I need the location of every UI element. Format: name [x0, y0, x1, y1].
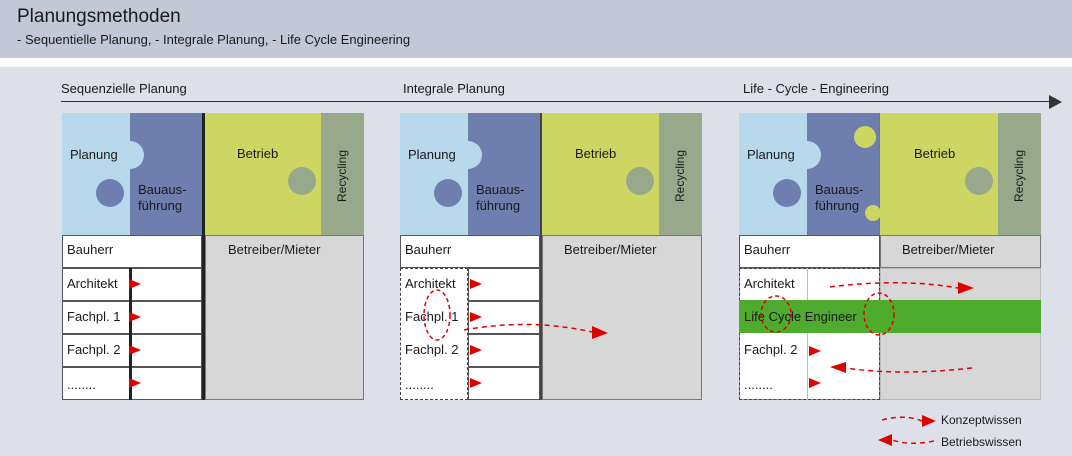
label-fuehrung: führung — [815, 198, 860, 213]
operation-area — [880, 268, 1041, 400]
cell-betreiber — [205, 235, 364, 400]
label-architekt: Architekt — [744, 276, 795, 291]
label-fachpl1: Fachpl. 1 — [67, 309, 121, 324]
handover-arrow — [470, 279, 482, 289]
handover-arrow — [809, 378, 821, 388]
cell-betreiber — [880, 235, 1041, 268]
page-title: Planungsmethoden — [17, 6, 181, 27]
puzzle-recycling — [998, 113, 1041, 235]
panel-sequenziell: Planung Bauaus- führung Betrieb Recyclin… — [62, 113, 364, 400]
handover-arrow — [809, 346, 821, 356]
puzzle-planung — [400, 113, 468, 235]
row-dots — [62, 367, 130, 400]
handover-arrow — [129, 378, 141, 388]
handover-arrow — [470, 378, 482, 388]
inner-divider — [807, 268, 808, 400]
label-dots: ........ — [744, 377, 773, 392]
handover-arrow — [470, 345, 482, 355]
label-planung: Planung — [747, 147, 795, 162]
row-bauherr — [739, 235, 880, 268]
header-bar: Planungsmethoden - Sequentielle Planung,… — [0, 0, 1072, 58]
label-betreiber: Betreiber/Mieter — [902, 242, 995, 257]
label-betrieb: Betrieb — [237, 146, 279, 161]
handover-arrow — [129, 279, 141, 289]
phase-divider — [540, 113, 542, 400]
label-fachpl2: Fachpl. 2 — [405, 342, 459, 357]
handover-line — [129, 268, 132, 400]
row-fachpl1-exec — [130, 301, 202, 334]
handover-arrow — [129, 312, 141, 322]
row-dots-exec — [130, 367, 202, 400]
label-bauherr: Bauherr — [744, 242, 791, 257]
timeline-arrowhead — [1049, 95, 1062, 109]
label-betreiber: Betreiber/Mieter — [564, 242, 657, 257]
label-recycling: Recycling — [673, 149, 687, 203]
label-recycling: Recycling — [1012, 149, 1026, 203]
phase-label-sequenziell: Sequenzielle Planung — [61, 81, 187, 96]
label-recycling: Recycling — [335, 149, 349, 203]
row-fachpl1 — [62, 301, 130, 334]
label-fuehrung: führung — [476, 198, 521, 213]
label-bauherr: Bauherr — [405, 242, 452, 257]
label-fachpl2: Fachpl. 2 — [744, 342, 798, 357]
legend-konzept-label: Konzeptwissen — [941, 413, 1022, 427]
phase-label-lce: Life - Cycle - Engineering — [743, 81, 889, 96]
label-fachpl2: Fachpl. 2 — [67, 342, 121, 357]
puzzle-bauausfuehrung — [468, 113, 540, 235]
puzzle-planung — [739, 113, 807, 235]
label-dots: ........ — [405, 377, 434, 392]
phase-divider — [202, 113, 205, 400]
row-fachpl2 — [62, 334, 130, 367]
label-lce: Life Cycle Engineer — [744, 309, 857, 324]
phase-label-integral: Integrale Planung — [403, 81, 505, 96]
row-fachpl2-exec — [130, 334, 202, 367]
label-bauaus: Bauaus- — [815, 182, 864, 197]
cell-betreiber — [542, 235, 702, 400]
label-architekt: Architekt — [67, 276, 118, 291]
panel-integral: Planung Bauaus- führung Betrieb Recyclin… — [400, 113, 702, 400]
puzzle-bauausfuehrung — [130, 113, 202, 235]
label-planung: Planung — [408, 147, 456, 162]
label-betrieb: Betrieb — [914, 146, 956, 161]
puzzle-recycling — [659, 113, 702, 235]
row-bauherr — [62, 235, 202, 268]
timeline-axis — [61, 101, 1051, 102]
puzzle-planung — [62, 113, 130, 235]
legend-betrieb-label: Betriebswissen — [941, 435, 1022, 449]
panel-lce: Planung Bauaus- führung Betrieb Recyclin… — [739, 113, 1041, 400]
label-planung: Planung — [70, 147, 118, 162]
label-bauherr: Bauherr — [67, 242, 114, 257]
page-subtitle: - Sequentielle Planung, - Integrale Plan… — [17, 32, 411, 47]
label-betrieb: Betrieb — [575, 146, 617, 161]
label-betreiber: Betreiber/Mieter — [228, 242, 321, 257]
puzzle-tabs — [773, 126, 993, 221]
row-bauherr — [400, 235, 540, 268]
label-bauaus: Bauaus- — [138, 182, 187, 197]
integral-team-box — [400, 268, 468, 400]
puzzle-tabs — [434, 141, 654, 207]
row-architekt-exec — [130, 268, 202, 301]
label-dots: ........ — [67, 377, 96, 392]
label-architekt: Architekt — [405, 276, 456, 291]
handover-arrow — [470, 312, 482, 322]
puzzle-tabs — [96, 141, 316, 207]
puzzle-recycling — [321, 113, 364, 235]
label-fachpl1: Fachpl. 1 — [405, 309, 459, 324]
label-bauaus: Bauaus- — [476, 182, 525, 197]
label-fuehrung: führung — [138, 198, 183, 213]
handover-arrow — [129, 345, 141, 355]
